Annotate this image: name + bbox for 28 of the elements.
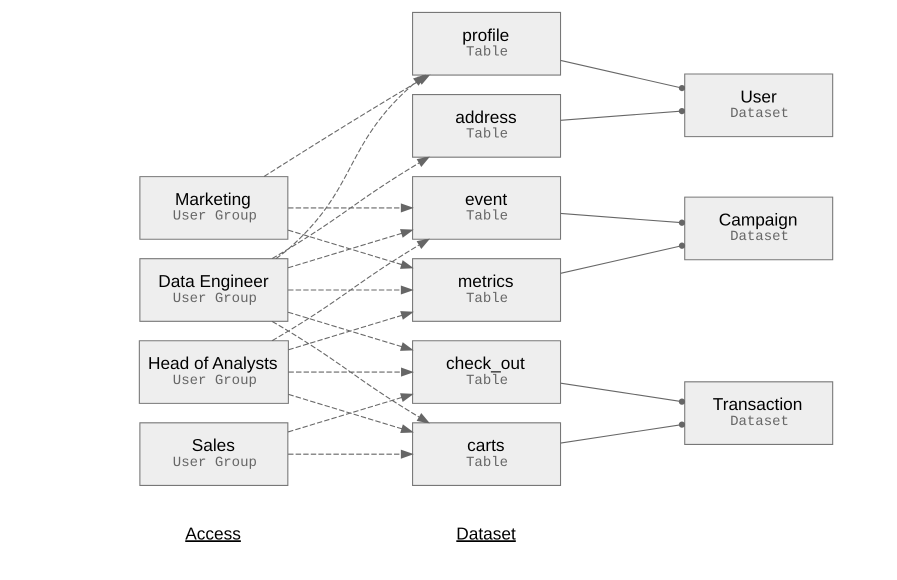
connector xyxy=(560,108,685,121)
arrow xyxy=(288,450,414,459)
arrow xyxy=(271,320,430,424)
connector xyxy=(560,60,685,92)
arrow xyxy=(288,203,414,212)
node-box: profile Table xyxy=(412,12,561,76)
connector xyxy=(560,242,685,274)
node-box: Campaign Dataset xyxy=(684,196,833,260)
node-box: Data Engineer User Group xyxy=(138,258,288,322)
arrow xyxy=(271,238,430,342)
node-box: Transaction Dataset xyxy=(684,381,833,445)
node-box: address Table xyxy=(412,94,561,158)
node-box: Head of Analysts User Group xyxy=(138,340,288,404)
node-box: event Table xyxy=(412,176,561,240)
arrow xyxy=(271,156,430,260)
node-box: User Dataset xyxy=(684,73,833,138)
node-box: check_out Table xyxy=(412,340,561,404)
arrow xyxy=(288,368,414,377)
label: Access xyxy=(184,523,240,544)
connector xyxy=(560,382,685,405)
connector xyxy=(560,212,685,226)
node-box: metrics Table xyxy=(412,258,561,322)
node-box: Marketing User Group xyxy=(138,176,288,240)
node-box: carts Table xyxy=(412,422,561,486)
label: Dataset xyxy=(456,523,516,544)
connector xyxy=(560,421,685,444)
node-box: Sales User Group xyxy=(138,422,288,486)
arrow xyxy=(288,285,414,295)
